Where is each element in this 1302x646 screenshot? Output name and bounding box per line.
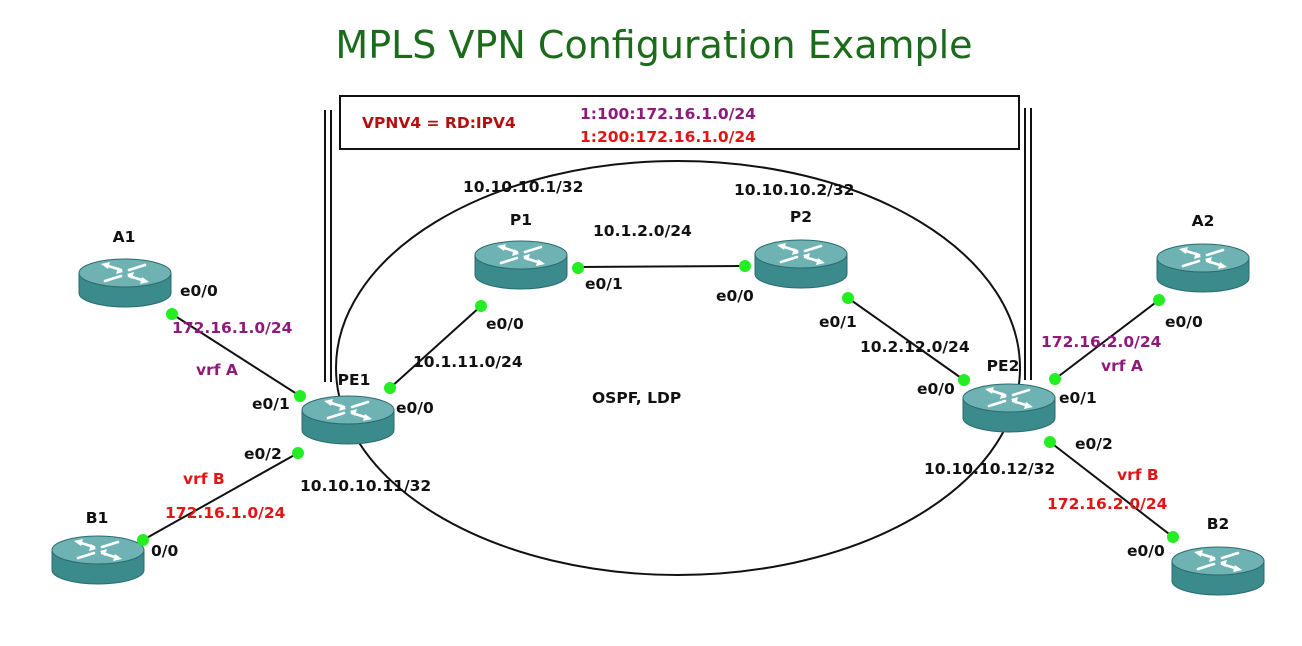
vrf-a-left: vrf A — [196, 361, 238, 379]
vrf-b-right: vrf B — [1117, 466, 1159, 484]
port-pe2-e0-1: e0/1 — [1059, 389, 1097, 407]
router-icon — [473, 239, 569, 291]
router-icon — [50, 534, 146, 586]
router-b2[interactable] — [1170, 545, 1266, 597]
rd-vrf-a: 1:100:172.16.1.0/24 — [580, 105, 756, 123]
port-dot — [137, 534, 149, 546]
link-b2-pe2 — [1049, 441, 1174, 538]
port-pe1-e0-2: e0/2 — [244, 445, 282, 463]
subnet-pe1-p1: 10.1.11.0/24 — [413, 353, 523, 371]
port-dot — [384, 382, 396, 394]
links — [142, 265, 1174, 541]
rd-vrf-b: 1:200:172.16.1.0/24 — [580, 128, 756, 146]
label-p2: P2 — [790, 208, 812, 226]
router-p1[interactable] — [473, 239, 569, 291]
port-p1-e0-1: e0/1 — [585, 275, 623, 293]
label-pe2: PE2 — [987, 357, 1020, 375]
router-icon — [753, 238, 849, 290]
router-icon — [1170, 545, 1266, 597]
router-p2[interactable] — [753, 238, 849, 290]
port-dot — [1167, 531, 1179, 543]
port-dot — [572, 262, 584, 274]
port-pe2-e0-2: e0/2 — [1075, 435, 1113, 453]
port-p2-e0-0: e0/0 — [716, 287, 754, 305]
right-bracket — [1024, 108, 1032, 380]
subnet-b2-pe2: 172.16.2.0/24 — [1047, 495, 1168, 513]
subnet-p1-p2: 10.1.2.0/24 — [593, 222, 692, 240]
port-b2-e0-0: e0/0 — [1127, 542, 1165, 560]
port-p1-e0-0: e0/0 — [486, 315, 524, 333]
port-pe2-e0-0: e0/0 — [917, 380, 955, 398]
label-b1: B1 — [86, 509, 109, 527]
port-dot — [1153, 294, 1165, 306]
label-p1: P1 — [510, 211, 532, 229]
router-icon — [300, 394, 396, 446]
subnet-a1-pe1: 172.16.1.0/24 — [172, 319, 293, 337]
label-a1: A1 — [113, 228, 136, 246]
subnet-b1-pe1: 172.16.1.0/24 — [165, 504, 286, 522]
router-pe2[interactable] — [961, 382, 1057, 434]
vrf-a-right: vrf A — [1101, 357, 1143, 375]
port-dot — [294, 390, 306, 402]
port-dot — [1044, 436, 1056, 448]
link-a2-pe2 — [1054, 299, 1160, 380]
subnet-p2-pe2: 10.2.12.0/24 — [860, 338, 970, 356]
port-dot — [842, 292, 854, 304]
subnet-a2-pe2: 172.16.2.0/24 — [1041, 333, 1162, 351]
port-dot — [475, 300, 487, 312]
loopback-p2: 10.10.10.2/32 — [734, 181, 854, 199]
vpnv4-formula: VPNV4 = RD:IPV4 — [362, 114, 516, 132]
link-p2-pe2 — [847, 297, 965, 381]
loopback-p1: 10.10.10.1/32 — [463, 178, 583, 196]
diagram-title: MPLS VPN Configuration Example — [335, 23, 972, 67]
loopback-pe1: 10.10.10.11/32 — [300, 477, 431, 495]
label-a2: A2 — [1192, 212, 1215, 230]
loopback-pe2: 10.10.10.12/32 — [924, 460, 1055, 478]
mpls-core-cloud — [335, 160, 1021, 576]
port-dot — [166, 308, 178, 320]
port-dots — [137, 260, 1179, 546]
label-pe1: PE1 — [338, 371, 371, 389]
router-a1[interactable] — [77, 257, 173, 309]
port-dot — [1049, 373, 1061, 385]
core-protocols: OSPF, LDP — [592, 389, 681, 407]
port-a1-e0-0: e0/0 — [180, 282, 218, 300]
link-a1-pe1 — [171, 313, 301, 397]
router-icon — [961, 382, 1057, 434]
label-b2: B2 — [1207, 515, 1230, 533]
router-icon — [1155, 242, 1251, 294]
port-b1-0-0: 0/0 — [151, 542, 178, 560]
link-pe1-p1 — [389, 305, 482, 389]
left-bracket — [324, 110, 332, 382]
port-dot — [292, 447, 304, 459]
link-b1-pe1 — [142, 452, 299, 541]
router-a2[interactable] — [1155, 242, 1251, 294]
port-pe1-e0-0: e0/0 — [396, 399, 434, 417]
port-dot — [958, 374, 970, 386]
vrf-b-left: vrf B — [183, 470, 225, 488]
vpnv4-box: VPNV4 = RD:IPV4 1:100:172.16.1.0/24 1:20… — [339, 95, 1020, 150]
router-pe1[interactable] — [300, 394, 396, 446]
link-p1-p2 — [577, 265, 746, 268]
router-icon — [77, 257, 173, 309]
port-pe1-e0-1: e0/1 — [252, 395, 290, 413]
port-p2-e0-1: e0/1 — [819, 313, 857, 331]
port-dot — [739, 260, 751, 272]
router-b1[interactable] — [50, 534, 146, 586]
port-a2-e0-0: e0/0 — [1165, 313, 1203, 331]
